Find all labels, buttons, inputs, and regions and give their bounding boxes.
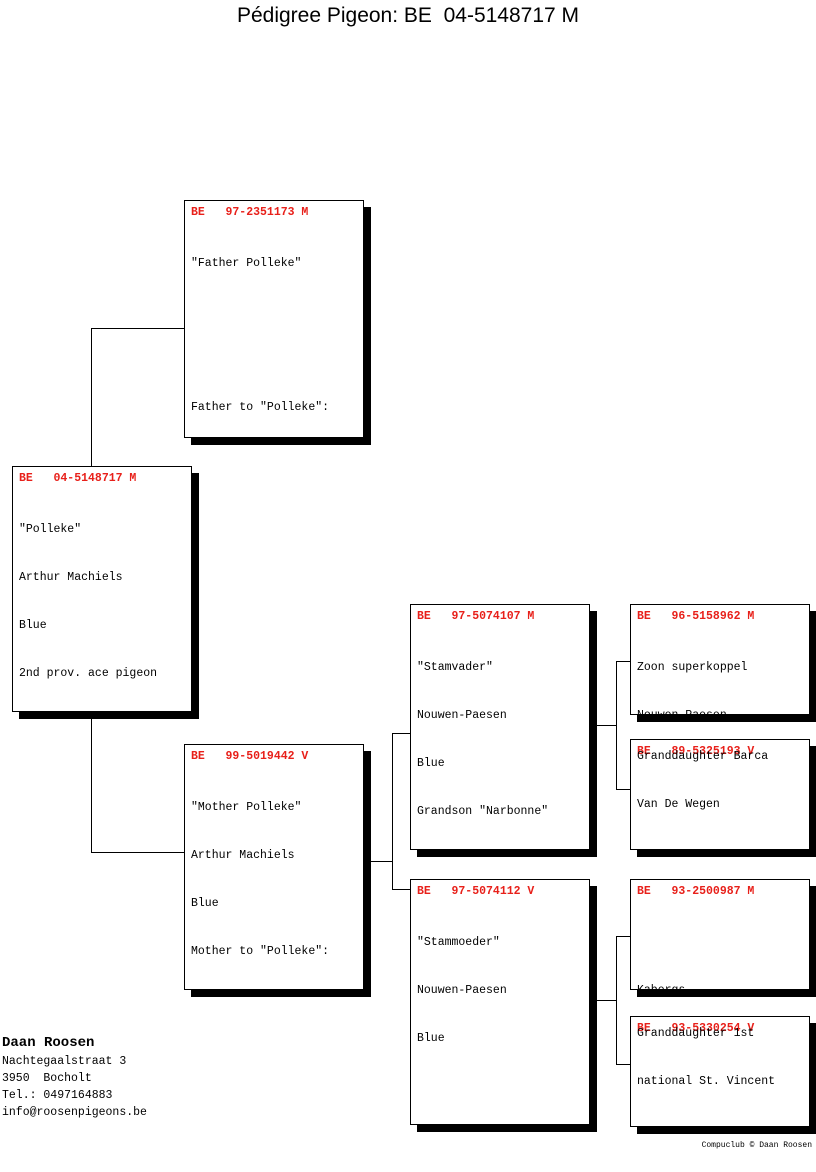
detail-line: Granddaughter Barca xyxy=(637,750,769,763)
pedigree-id-father: BE 97-2351173 M xyxy=(191,206,309,219)
pedigree-details-great-grandfather-2: Kabergs Son 1st national Barcelona xyxy=(637,903,803,989)
pedigree-details-father: "Father Polleke" Father to "Polleke": 2n… xyxy=(191,224,357,437)
detail-line: Nouwen-Paesen xyxy=(637,708,803,714)
connector-ggf1-horizontal xyxy=(616,661,632,662)
pedigree-details-grandfather: "Stamvader" Nouwen-Paesen Blue Grandson … xyxy=(417,628,583,849)
breeder-contact-block: Daan Roosen Nachtegaalstraat 3 3950 Boch… xyxy=(2,1034,147,1121)
pedigree-id-great-grandmother-1: BE 89-5325193 V xyxy=(637,745,755,758)
detail-line: Nouwen-Paesen xyxy=(417,984,507,997)
detail-line: "Polleke" xyxy=(19,523,82,536)
detail-line: Granddaughter 1st xyxy=(637,1027,755,1040)
detail-line xyxy=(191,304,357,320)
detail-line: "Mother Polleke" xyxy=(191,801,302,814)
connector-grandparents-vertical xyxy=(392,733,393,889)
detail-line: Blue xyxy=(191,897,219,910)
pedigree-id-mother: BE 99-5019442 V xyxy=(191,750,309,763)
pedigree-box-great-grandfather-1[interactable]: BE 96-5158962 M Zoon superkoppel Nouwen-… xyxy=(630,604,810,715)
breeder-email[interactable]: info@roosenpigeons.be xyxy=(2,1106,147,1119)
detail-line: Blue xyxy=(417,757,445,770)
detail-line: Van De Wegen xyxy=(637,798,720,811)
pedigree-id-grandfather: BE 97-5074107 M xyxy=(417,610,535,623)
detail-line: Blue xyxy=(417,1032,445,1045)
breeder-address: Nachtegaalstraat 3 xyxy=(2,1055,127,1068)
detail-line: "Stamvader" xyxy=(417,661,493,674)
connector-mother-horizontal xyxy=(91,852,184,853)
pedigree-details-mother: "Mother Polleke" Arthur Machiels Blue Mo… xyxy=(191,768,357,989)
connector-ggm2-horizontal xyxy=(616,1064,632,1065)
connector-mother-to-grandparents xyxy=(358,861,393,862)
detail-line: Kabergs xyxy=(637,983,803,989)
detail-line: Arthur Machiels xyxy=(19,571,123,584)
pedigree-id-great-grandfather-2: BE 93-2500987 M xyxy=(637,885,755,898)
connector-grandmother-horizontal xyxy=(392,889,411,890)
page-title: Pédigree Pigeon: BE 04-5148717 M xyxy=(236,4,580,27)
breeder-name: Daan Roosen xyxy=(2,1035,95,1051)
detail-line: Grandson "Narbonne" xyxy=(417,805,549,818)
connector-gf-to-ggp1 xyxy=(588,725,617,726)
pedigree-id-great-grandmother-2: BE 93-5330254 V xyxy=(637,1022,755,1035)
detail-line: Father to "Polleke": xyxy=(191,401,330,414)
pedigree-box-mother[interactable]: BE 99-5019442 V "Mother Polleke" Arthur … xyxy=(184,744,364,990)
connector-grandfather-horizontal xyxy=(392,733,411,734)
pedigree-box-subject[interactable]: BE 04-5148717 M "Polleke" Arthur Machiel… xyxy=(12,466,192,712)
connector-father-horizontal xyxy=(91,328,184,329)
detail-line: "Stammoeder" xyxy=(417,936,500,949)
copyright-notice: Compuclub © Daan Roosen xyxy=(701,1141,812,1150)
detail-line: "Father Polleke" xyxy=(191,257,302,270)
pedigree-box-great-grandmother-2[interactable]: BE 93-5330254 V Granddaughter 1st nation… xyxy=(630,1016,810,1127)
pedigree-id-grandmother: BE 97-5074112 V xyxy=(417,885,535,898)
detail-line: national St. Vincent xyxy=(637,1075,776,1088)
breeder-city: 3950 Bocholt xyxy=(2,1072,92,1085)
pedigree-box-grandfather[interactable]: BE 97-5074107 M "Stamvader" Nouwen-Paese… xyxy=(410,604,590,850)
pedigree-details-subject: "Polleke" Arthur Machiels Blue 2nd prov.… xyxy=(19,490,185,711)
pedigree-id-great-grandfather-1: BE 96-5158962 M xyxy=(637,610,755,623)
detail-line xyxy=(637,935,803,951)
pedigree-box-great-grandfather-2[interactable]: BE 93-2500987 M Kabergs Son 1st national… xyxy=(630,879,810,990)
detail-line: Arthur Machiels xyxy=(191,849,295,862)
pedigree-box-great-grandmother-1[interactable]: BE 89-5325193 V Granddaughter Barca Van … xyxy=(630,739,810,850)
pedigree-details-great-grandmother-2: Granddaughter 1st national St. Vincent xyxy=(637,1017,776,1122)
pedigree-box-father[interactable]: BE 97-2351173 M "Father Polleke" Father … xyxy=(184,200,364,438)
pedigree-details-grandmother: "Stammoeder" Nouwen-Paesen Blue xyxy=(417,903,583,1079)
detail-line: Mother to "Polleke": xyxy=(191,945,330,958)
pedigree-details-great-grandmother-1: Granddaughter Barca Van De Wegen xyxy=(637,740,769,845)
pedigree-details-great-grandfather-1: Zoon superkoppel Nouwen-Paesen "Narbonne… xyxy=(637,628,803,714)
breeder-phone: Tel.: 0497164883 xyxy=(2,1089,113,1102)
pedigree-box-grandmother[interactable]: BE 97-5074112 V "Stammoeder" Nouwen-Paes… xyxy=(410,879,590,1125)
connector-subject-stem xyxy=(91,440,92,470)
detail-line: Blue xyxy=(19,619,47,632)
connector-ggf2-horizontal xyxy=(616,936,632,937)
connector-ggm1-horizontal xyxy=(616,789,632,790)
connector-gm-to-ggp2 xyxy=(588,1000,617,1001)
pedigree-id-subject: BE 04-5148717 M xyxy=(19,472,137,485)
detail-line: Nouwen-Paesen xyxy=(417,709,507,722)
detail-line: 2nd prov. ace pigeon xyxy=(19,667,158,680)
detail-line: Zoon superkoppel xyxy=(637,661,748,674)
detail-line xyxy=(191,352,357,368)
